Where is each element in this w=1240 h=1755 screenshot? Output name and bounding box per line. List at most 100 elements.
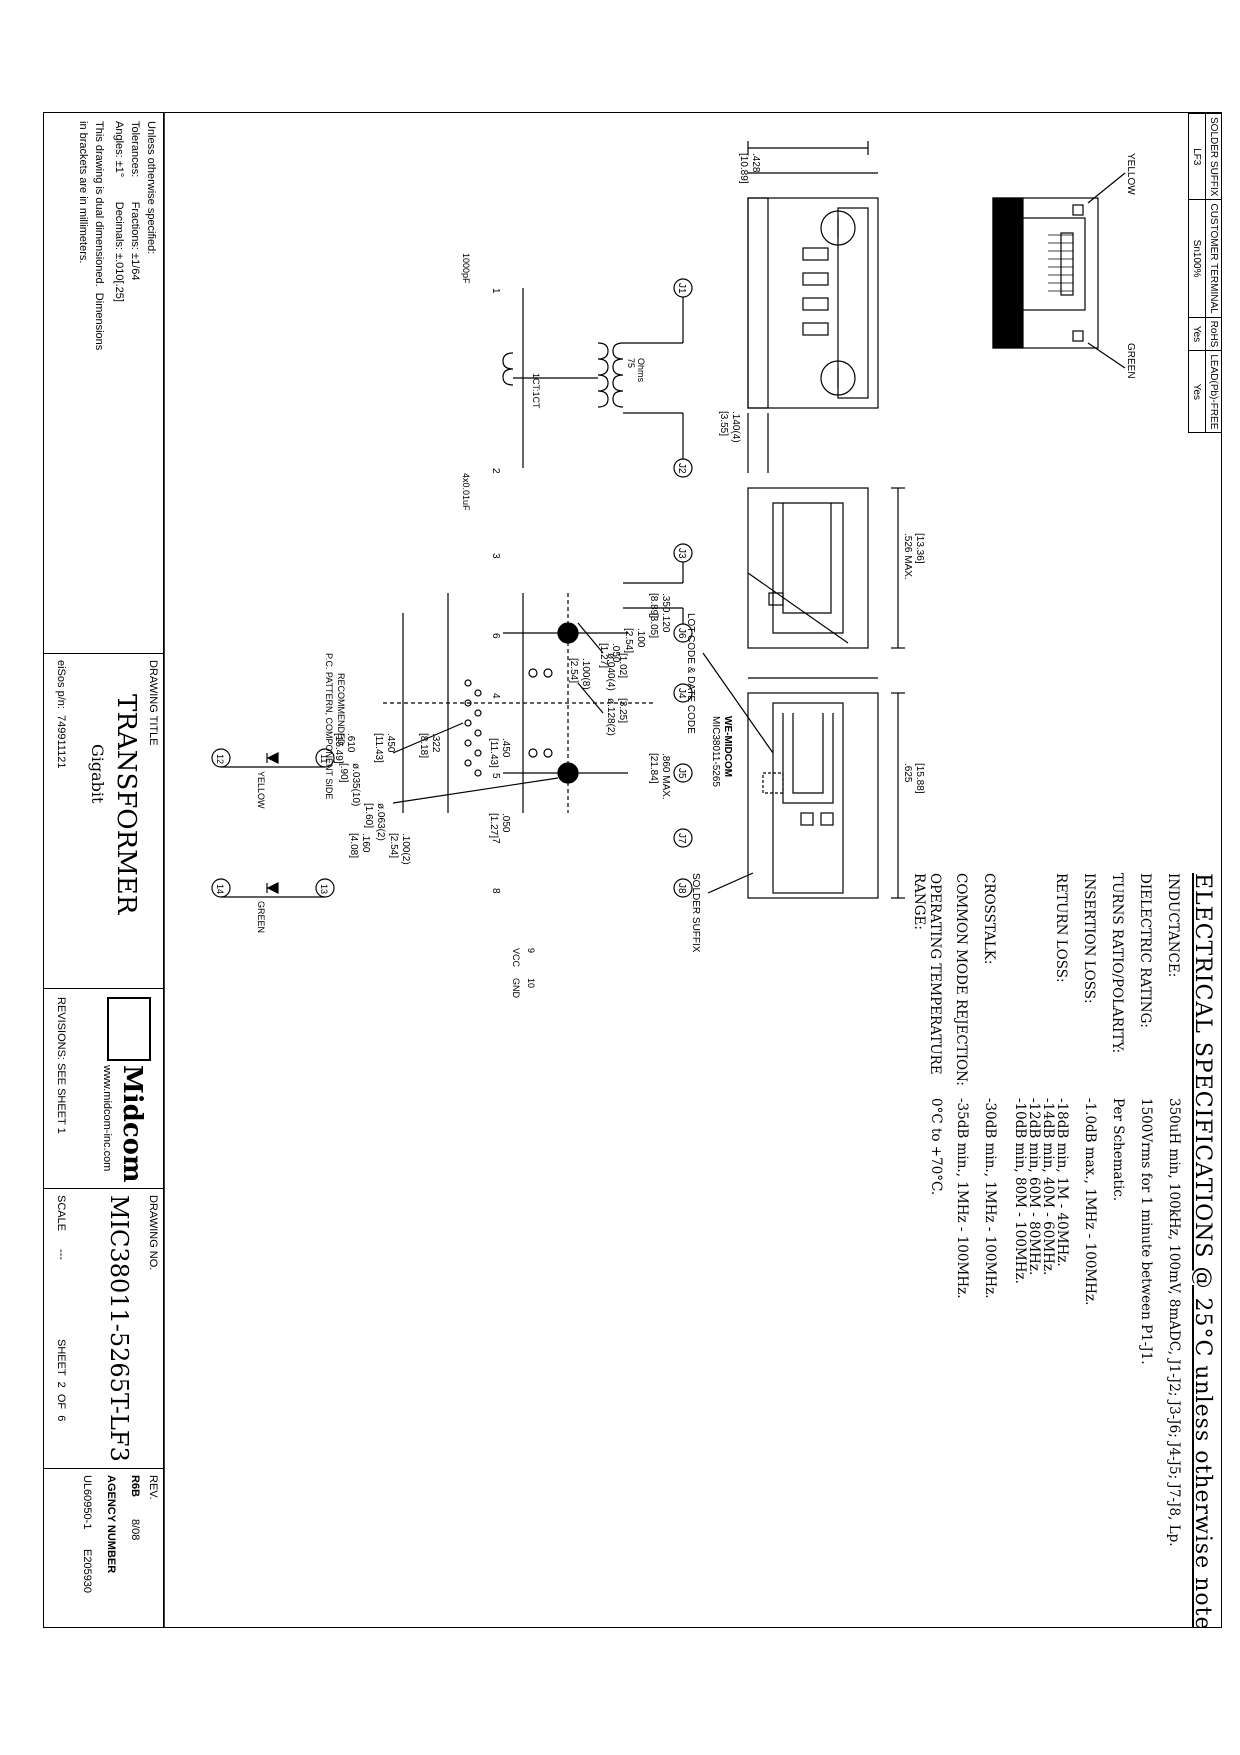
pcb-footprint bbox=[383, 593, 653, 813]
drawing-title: TRANSFORMER bbox=[111, 694, 141, 915]
pcb-label: [4.08] bbox=[348, 833, 359, 858]
front-label: GREEN bbox=[1125, 343, 1136, 379]
led-pin: 13 bbox=[319, 884, 329, 894]
front-view bbox=[992, 197, 1099, 349]
resistor-unit: Ohms bbox=[636, 358, 646, 383]
schematic-jack: J1 bbox=[676, 283, 687, 294]
pcb-label: ø.040(4) bbox=[605, 653, 616, 691]
drawing-number-cell: DRAWING NO. MIC38011-5265T-LF3 SCALE ---… bbox=[44, 1188, 163, 1468]
scale-label: SCALE bbox=[55, 1195, 67, 1232]
rev-value: R6B bbox=[129, 1475, 141, 1498]
capacitor-label: 4x0.01uF bbox=[461, 473, 471, 511]
dim-label: [15.88] bbox=[914, 763, 925, 794]
side-label: SOLDER SUFFIX bbox=[690, 873, 701, 953]
dim-label: [21.84] bbox=[648, 753, 659, 784]
rev-label: REV. bbox=[147, 1475, 159, 1500]
note-line: This drawing is dual dimensioned. Dimens… bbox=[93, 121, 105, 351]
schematic-jack: J8 bbox=[676, 883, 687, 894]
note-line: in brackets are in millimeters. bbox=[77, 121, 89, 264]
schematic-pin: 6 bbox=[490, 633, 501, 639]
rev-date: 8/08 bbox=[129, 1519, 141, 1541]
pcb-label: ø.063(2) bbox=[375, 803, 386, 841]
drawing-number: MIC38011-5265T-LF3 bbox=[105, 1195, 133, 1462]
pcb-label: [.90] bbox=[338, 763, 349, 783]
agency-file: E205930 bbox=[81, 1549, 93, 1594]
schematic-pin-label: GND bbox=[511, 978, 521, 999]
scale-value: --- bbox=[55, 1249, 67, 1260]
pcb-caption: RECOMMENDED bbox=[336, 673, 346, 746]
schematic-jack: J3 bbox=[676, 548, 687, 559]
note-line: Tolerances: Fractions: ±1/64 bbox=[129, 121, 141, 281]
rev-agency-cell: REV. R6B 8/08 AGENCY NUMBER UL60950-1 E2… bbox=[44, 1468, 163, 1627]
pcb-label: [3.25] bbox=[617, 698, 628, 723]
dimension-labels: .428 [10.89] .140(4) [3.55] .526 MAX. [1… bbox=[215, 153, 1136, 999]
pcb-label: .322 bbox=[430, 733, 441, 753]
pcb-label: .120 bbox=[660, 613, 671, 633]
schematic-pin: 7 bbox=[490, 838, 501, 844]
pcb-label: [8.89] bbox=[648, 593, 659, 618]
side-label: WE-MIDCOM bbox=[722, 716, 733, 777]
pcb-label: ø.128(2) bbox=[605, 698, 616, 736]
dim-label: .428 bbox=[750, 153, 761, 173]
revisions-note: REVISIONS: SEE SHEET 1 bbox=[55, 997, 67, 1134]
side-label: LOT CODE & DATE CODE bbox=[685, 613, 696, 734]
pcb-label: [11.43] bbox=[488, 738, 499, 768]
schematic-jack: J5 bbox=[676, 768, 687, 779]
drawing-no-label: DRAWING NO. bbox=[147, 1195, 159, 1271]
pcb-label: .100 bbox=[635, 628, 646, 648]
schematic-pin: 9 bbox=[526, 948, 536, 953]
dim-label: [10.89] bbox=[738, 153, 749, 184]
pcb-label: [15.49] bbox=[333, 733, 344, 764]
led-schematic bbox=[211, 748, 335, 898]
pcb-label: ø.035(10) bbox=[350, 763, 361, 806]
note-line: Angles: ±1° Decimals: ±.010[.25] bbox=[113, 121, 125, 302]
led-pin: 11 bbox=[319, 754, 329, 763]
pcb-label: .450 bbox=[500, 738, 511, 758]
schematic-jack: J4 bbox=[676, 688, 687, 699]
drawing-plane: SOLDER SUFFIX CUSTOMER TERMINAL RoHS LEA… bbox=[44, 113, 1221, 1627]
pcb-label: [2.54] bbox=[568, 658, 579, 683]
pcb-label: .450 bbox=[385, 733, 396, 753]
schematic-pin: 3 bbox=[490, 553, 501, 559]
title-block: Unless otherwise specified: Tolerances: … bbox=[44, 113, 164, 1627]
led-pin: 14 bbox=[215, 884, 225, 894]
midcom-logo-icon bbox=[107, 997, 151, 1061]
logo-cell: Midcom www.midcom-inc.com REVISIONS: SEE… bbox=[44, 988, 163, 1188]
led-pin: 12 bbox=[215, 754, 225, 764]
led-label: YELLOW bbox=[256, 771, 266, 809]
website: www.midcom-inc.com bbox=[101, 1065, 113, 1172]
capacitor-label: 1000pF bbox=[461, 253, 471, 284]
pcb-label: [1.27] bbox=[598, 643, 609, 668]
front-label: YELLOW bbox=[1125, 153, 1136, 195]
turns-ratio: 1CT:1CT bbox=[531, 373, 541, 409]
drawing-title-cell: DRAWING TITLE TRANSFORMER Gigabit eiSos … bbox=[44, 653, 163, 988]
side-view bbox=[747, 487, 869, 649]
drawing-subtitle: Gigabit bbox=[88, 744, 107, 804]
pcb-label: [1.27] bbox=[488, 813, 499, 838]
schematic-pin: 10 bbox=[526, 978, 536, 988]
pcb-label: .100(8) bbox=[580, 658, 591, 690]
note-line: Unless otherwise specified: bbox=[145, 121, 157, 255]
schematic-jack: J7 bbox=[676, 833, 687, 844]
schematic-pin: 5 bbox=[490, 773, 501, 779]
side-label: MIC38011-5265 bbox=[710, 716, 721, 787]
drawing-sheet: SOLDER SUFFIX CUSTOMER TERMINAL RoHS LEA… bbox=[43, 112, 1222, 1628]
pcb-label: .050 bbox=[500, 813, 511, 833]
pcb-label: [1.02] bbox=[617, 653, 628, 678]
dim-label: .140(4) bbox=[730, 411, 741, 443]
dim-label: .625 bbox=[902, 763, 913, 783]
agency-standard: UL60950-1 bbox=[81, 1475, 93, 1530]
drawing-artwork: .428 [10.89] .140(4) [3.55] .526 MAX. [1… bbox=[164, 113, 1136, 1627]
schematic-pin: 1 bbox=[490, 288, 501, 294]
schematic-jack: J6 bbox=[676, 628, 687, 639]
led-label: GREEN bbox=[256, 901, 266, 933]
schematic-jack: J2 bbox=[676, 463, 687, 474]
schematic-pin: 4 bbox=[490, 693, 501, 699]
pcb-label: [2.54] bbox=[388, 833, 399, 858]
pcb-caption: P.C. PATTERN, COMPONENT SIDE bbox=[324, 653, 334, 799]
pcb-label: [1.60] bbox=[363, 803, 374, 828]
pcb-label: .100(2) bbox=[400, 833, 411, 865]
drawing-title-label: DRAWING TITLE bbox=[147, 660, 159, 746]
pcb-label: .160 bbox=[360, 833, 371, 853]
eisos-part-number: eiSos p/n: 749911121 bbox=[55, 660, 67, 769]
